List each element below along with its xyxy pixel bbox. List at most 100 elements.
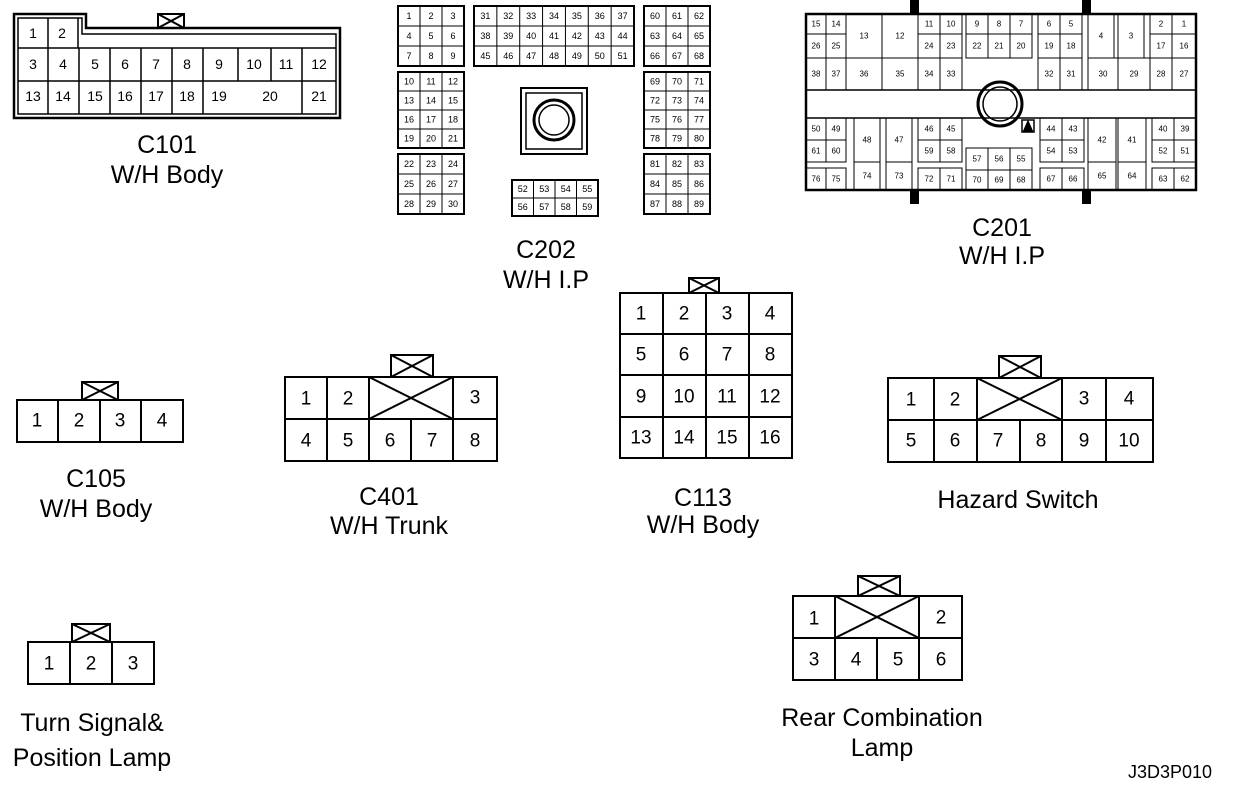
pin-label: 3	[470, 388, 481, 409]
pin-label: 75	[832, 175, 841, 184]
pin-label: 1	[29, 25, 37, 41]
pin-label: 5	[906, 431, 917, 452]
c105-pin-labels: 1 2 3 4	[32, 411, 168, 432]
pin-label: 10	[1118, 431, 1139, 452]
pin-label: 26	[812, 42, 821, 51]
pin-label: 72	[925, 175, 934, 184]
c401-pin-labels: 1 2 3 4 5 6 7 8	[301, 388, 481, 452]
pin-label: 29	[426, 199, 436, 209]
pin-label: 1	[32, 411, 43, 432]
pin-label: 18	[448, 115, 458, 125]
pin-label: 42	[1098, 136, 1107, 145]
pin-label: 8	[428, 51, 433, 61]
pin-label: 87	[650, 199, 660, 209]
pin-label: 56	[995, 155, 1004, 164]
pin-label: 1	[301, 389, 312, 410]
pin-label: 11	[426, 77, 435, 87]
pin-label: 10	[673, 387, 694, 408]
pin-label: 37	[618, 11, 628, 21]
turn-name-line1: Turn Signal&	[20, 709, 164, 737]
pin-label: 58	[947, 147, 956, 156]
pin-label: 49	[832, 125, 841, 134]
rear-name-line2: Lamp	[851, 734, 914, 762]
pin-label: 85	[672, 179, 682, 189]
pin-label: 5	[91, 56, 99, 72]
pin-label: 77	[694, 115, 704, 125]
pin-label: 44	[1047, 125, 1056, 134]
pin-label: 3	[115, 411, 126, 432]
hazard-pin-labels: 1 2 3 4 5 6 7 8 9 10	[906, 389, 1140, 452]
pin-label: 63	[650, 31, 660, 41]
pin-label: 1	[1182, 20, 1187, 29]
pin-label: 23	[426, 159, 436, 169]
pin-label: 74	[694, 96, 704, 106]
pin-label: 76	[812, 175, 821, 184]
pin-label: 14	[673, 428, 695, 449]
pin-label: 14	[426, 96, 436, 106]
pin-label: 21	[448, 134, 458, 144]
pin-label: 25	[404, 179, 414, 189]
pin-label: 21	[311, 88, 327, 104]
pin-label: 2	[58, 25, 66, 41]
connector-rear-combination	[792, 575, 963, 681]
pin-label: 2	[679, 304, 690, 325]
pin-label: 12	[759, 387, 780, 408]
pin-label: 12	[311, 56, 327, 72]
pin-label: 24	[925, 42, 934, 51]
pin-label: 34	[925, 70, 934, 79]
pin-label: 11	[279, 56, 294, 72]
figure-code: J3D3P010	[1128, 762, 1212, 782]
pin-label: 35	[572, 11, 582, 21]
pin-label: 17	[1157, 42, 1166, 51]
pin-label: 44	[618, 31, 628, 41]
c201-id: C201	[972, 214, 1032, 242]
pin-label: 20	[1017, 42, 1026, 51]
pin-label: 18	[1067, 42, 1076, 51]
pin-label: 41	[549, 31, 559, 41]
pin-label: 15	[812, 20, 821, 29]
pin-label: 83	[694, 159, 704, 169]
c201-grid-lines	[805, 13, 1197, 191]
pin-label: 89	[694, 199, 704, 209]
pin-label: 84	[650, 179, 660, 189]
pin-label: 48	[549, 51, 559, 61]
pin-label: 27	[448, 179, 458, 189]
c202-harness: W/H I.P	[503, 266, 589, 294]
pin-label: 4	[301, 431, 312, 452]
turn-name-line2: Position Lamp	[13, 744, 171, 772]
pin-label: 21	[995, 42, 1004, 51]
pin-label: 7	[152, 56, 160, 72]
pin-label: 45	[480, 51, 490, 61]
pin-label: 7	[427, 431, 438, 452]
pin-label: 2	[86, 654, 97, 675]
pin-label: 5	[893, 650, 904, 671]
pin-label: 14	[832, 20, 841, 29]
pin-label: 23	[947, 42, 956, 51]
pin-label: 6	[121, 56, 129, 72]
pin-label: 38	[812, 70, 821, 79]
pin-label: 16	[117, 88, 133, 104]
pin-label: 5	[343, 431, 354, 452]
pin-label: 70	[672, 77, 682, 87]
c105-id: C105	[66, 465, 126, 493]
pin-label: 40	[1159, 125, 1168, 134]
pin-label: 67	[1047, 175, 1056, 184]
pin-label: 36	[860, 70, 869, 79]
pin-label: 9	[975, 20, 980, 29]
pin-label: 3	[1129, 32, 1134, 41]
connector-c101	[12, 12, 342, 120]
pin-label: 61	[812, 147, 821, 156]
pin-label: 78	[650, 134, 660, 144]
pin-label: 10	[947, 20, 956, 29]
pin-label: 32	[503, 11, 513, 21]
pin-label: 36	[595, 11, 605, 21]
pin-label: 66	[650, 51, 660, 61]
pin-label: 12	[896, 32, 905, 41]
pin-label: 58	[561, 202, 571, 212]
pin-label: 2	[1159, 20, 1164, 29]
pin-label: 9	[1079, 431, 1090, 452]
pin-label: 40	[526, 31, 536, 41]
pin-label: 13	[630, 428, 651, 449]
pin-label: 29	[1130, 70, 1139, 79]
pin-label: 48	[863, 136, 872, 145]
